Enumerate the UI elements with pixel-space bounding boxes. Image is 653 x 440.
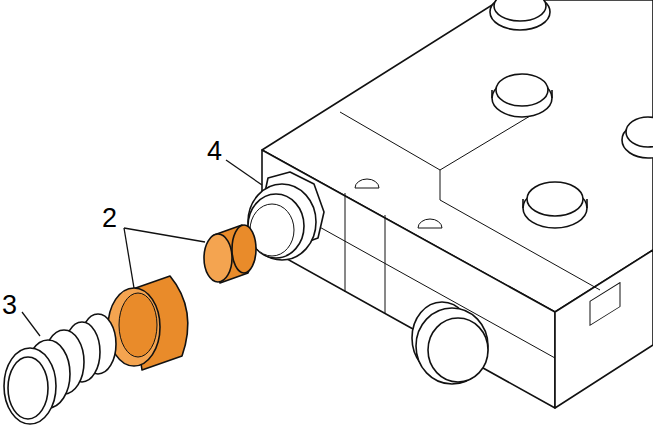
socket-nut [248, 172, 324, 260]
top-caps [490, 0, 653, 228]
callout-number: 3 [2, 292, 17, 319]
connector-fitting [4, 314, 116, 424]
orange-cap [204, 225, 256, 283]
callout-number: 2 [102, 205, 117, 232]
front-cap [412, 302, 488, 384]
leader-lines [22, 160, 262, 336]
callout-number: 4 [207, 138, 222, 165]
orange-ring [108, 276, 188, 370]
housing [262, 0, 653, 408]
